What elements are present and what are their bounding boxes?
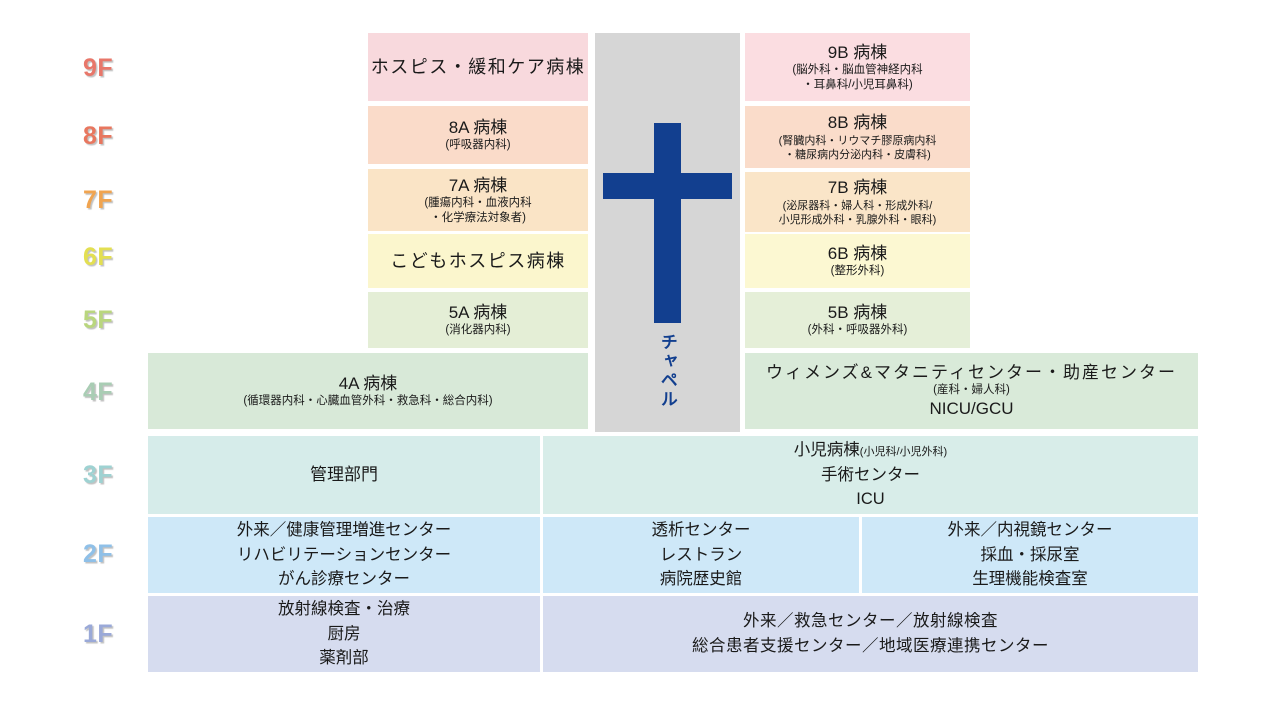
cell-1f-b: 外来／救急センター／放射線検査 総合患者支援センター／地域医療連携センター [543,596,1198,672]
cell-2f-b-line2: レストラン [659,545,743,564]
cross-icon-horizontal [603,173,732,199]
cell-2f-b-line3: 病院歴史館 [659,570,743,589]
cell-3f-b: 小児病棟(小児科/小児外科) 手術センター ICU [543,436,1198,514]
cell-5f-a-title: 5A 病棟 [448,303,508,323]
cell-4f-b: ウィメンズ&マタニティセンター・助産センター (産科・婦人科) NICU/GCU [745,353,1198,429]
cell-7f-a-sub2: ・化学療法対象者) [430,211,526,224]
cell-5f-a-sub1: (消化器内科) [445,324,511,337]
cell-8f-b-sub1: (腎臓内科・リウマチ膠原病内科 [778,134,937,147]
cell-6f-a: こどもホスピス病棟 [368,234,588,288]
cell-2f-b: 透析センター レストラン 病院歴史館 [543,517,859,593]
cell-7f-b-sub1: (泌尿器科・婦人科・形成外科/ [782,199,933,212]
cell-2f-a-line1: 外来／健康管理増進センター [236,520,452,539]
cell-5f-b-sub1: (外科・呼吸器外科) [807,324,908,337]
cell-1f-b-line2: 総合患者支援センター／地域医療連携センター [692,637,1049,655]
cell-2f-b-line1: 透析センター [651,520,751,539]
cell-1f-a-line3: 薬剤部 [319,649,369,668]
cell-4f-b-line3: NICU/GCU [929,398,1014,418]
cell-7f-b-title: 7B 病棟 [827,178,888,198]
cell-8f-a: 8A 病棟 (呼吸器内科) [368,106,588,164]
cell-6f-b-sub1: (整形外科) [830,265,885,278]
cell-7f-a: 7A 病棟 (腫瘍内科・血液内科 ・化学療法対象者) [368,169,588,231]
cell-2f-c-line2: 採血・採尿室 [980,545,1080,564]
cell-6f-b: 6B 病棟 (整形外科) [745,234,970,288]
cell-7f-a-sub1: (腫瘍内科・血液内科 [424,196,532,209]
chapel-label: チャペル [657,333,677,409]
cell-2f-a: 外来／健康管理増進センター リハビリテーションセンター がん診療センター [148,517,540,593]
cell-2f-c-line3: 生理機能検査室 [972,570,1088,589]
floor-label-8f: 8F [83,122,114,150]
cell-4f-a-title: 4A 病棟 [338,374,398,394]
cell-3f-b-title: 小児病棟 [793,440,860,459]
cell-2f-a-line2: リハビリテーションセンター [236,545,452,564]
cell-2f-c: 外来／内視鏡センター 採血・採尿室 生理機能検査室 [862,517,1198,593]
cell-5f-b: 5B 病棟 (外科・呼吸器外科) [745,292,970,348]
cell-4f-b-sub1: (産科・婦人科) [933,384,1010,397]
cross-icon-vertical [654,123,681,323]
cell-7f-b-sub2: 小児形成外科・乳腺外科・眼科) [778,213,937,226]
cell-3f-b-line3: ICU [856,490,885,509]
chapel-column: チャペル [595,33,740,432]
cell-2f-a-line3: がん診療センター [278,570,410,589]
cell-3f-b-line1: 小児病棟(小児科/小児外科) [794,438,947,463]
cell-7f-b: 7B 病棟 (泌尿器科・婦人科・形成外科/ 小児形成外科・乳腺外科・眼科) [745,172,970,232]
cell-3f-b-line2: 手術センター [821,465,920,484]
floor-label-7f: 7F [83,186,114,214]
cell-9f-b-sub1: (脳外科・脳血管神経内科 [792,63,923,76]
cell-1f-a: 放射線検査・治療 厨房 薬剤部 [148,596,540,672]
cell-4f-a-sub1: (循環器内科・心臓血管外科・救急科・総合内科) [243,395,493,408]
cell-8f-b-sub2: ・糖尿病内分泌内科・皮膚科) [784,148,931,161]
cell-9f-a-title: ホスピス・緩和ケア病棟 [370,56,586,77]
cell-4f-a: 4A 病棟 (循環器内科・心臓血管外科・救急科・総合内科) [148,353,588,429]
floor-label-1f: 1F [83,620,114,648]
floor-label-5f: 5F [83,306,114,334]
cell-9f-b: 9B 病棟 (脳外科・脳血管神経内科 ・耳鼻科/小児耳鼻科) [745,33,970,101]
cell-9f-b-title: 9B 病棟 [827,42,888,62]
cell-5f-b-title: 5B 病棟 [827,303,888,323]
floor-label-4f: 4F [83,378,114,406]
cell-7f-a-title: 7A 病棟 [448,175,508,195]
cell-6f-b-title: 6B 病棟 [827,244,888,264]
cell-8f-b-title: 8B 病棟 [827,113,888,133]
cell-9f-b-sub2: ・耳鼻科/小児耳鼻科) [802,78,913,91]
cell-9f-a: ホスピス・緩和ケア病棟 [368,33,588,101]
cell-8f-a-sub1: (呼吸器内科) [445,139,511,152]
cell-1f-a-line2: 厨房 [327,624,361,643]
cell-4f-b-title: ウィメンズ&マタニティセンター・助産センター [766,362,1177,382]
cell-6f-a-title: こどもホスピス病棟 [390,250,566,271]
cell-3f-b-title-sub: (小児科/小児外科) [859,445,948,458]
cell-1f-a-line1: 放射線検査・治療 [278,599,410,618]
floor-label-3f: 3F [83,461,114,489]
floor-label-6f: 6F [83,243,114,271]
cell-2f-c-line1: 外来／内視鏡センター [947,520,1113,539]
cell-8f-b: 8B 病棟 (腎臓内科・リウマチ膠原病内科 ・糖尿病内分泌内科・皮膚科) [745,106,970,168]
cell-1f-b-line1: 外来／救急センター／放射線検査 [743,612,998,631]
floor-label-9f: 9F [83,54,114,82]
cell-3f-a: 管理部門 [148,436,540,514]
floor-label-2f: 2F [83,540,114,568]
cell-3f-a-title: 管理部門 [310,465,378,485]
cell-5f-a: 5A 病棟 (消化器内科) [368,292,588,348]
cell-8f-a-title: 8A 病棟 [448,118,508,138]
